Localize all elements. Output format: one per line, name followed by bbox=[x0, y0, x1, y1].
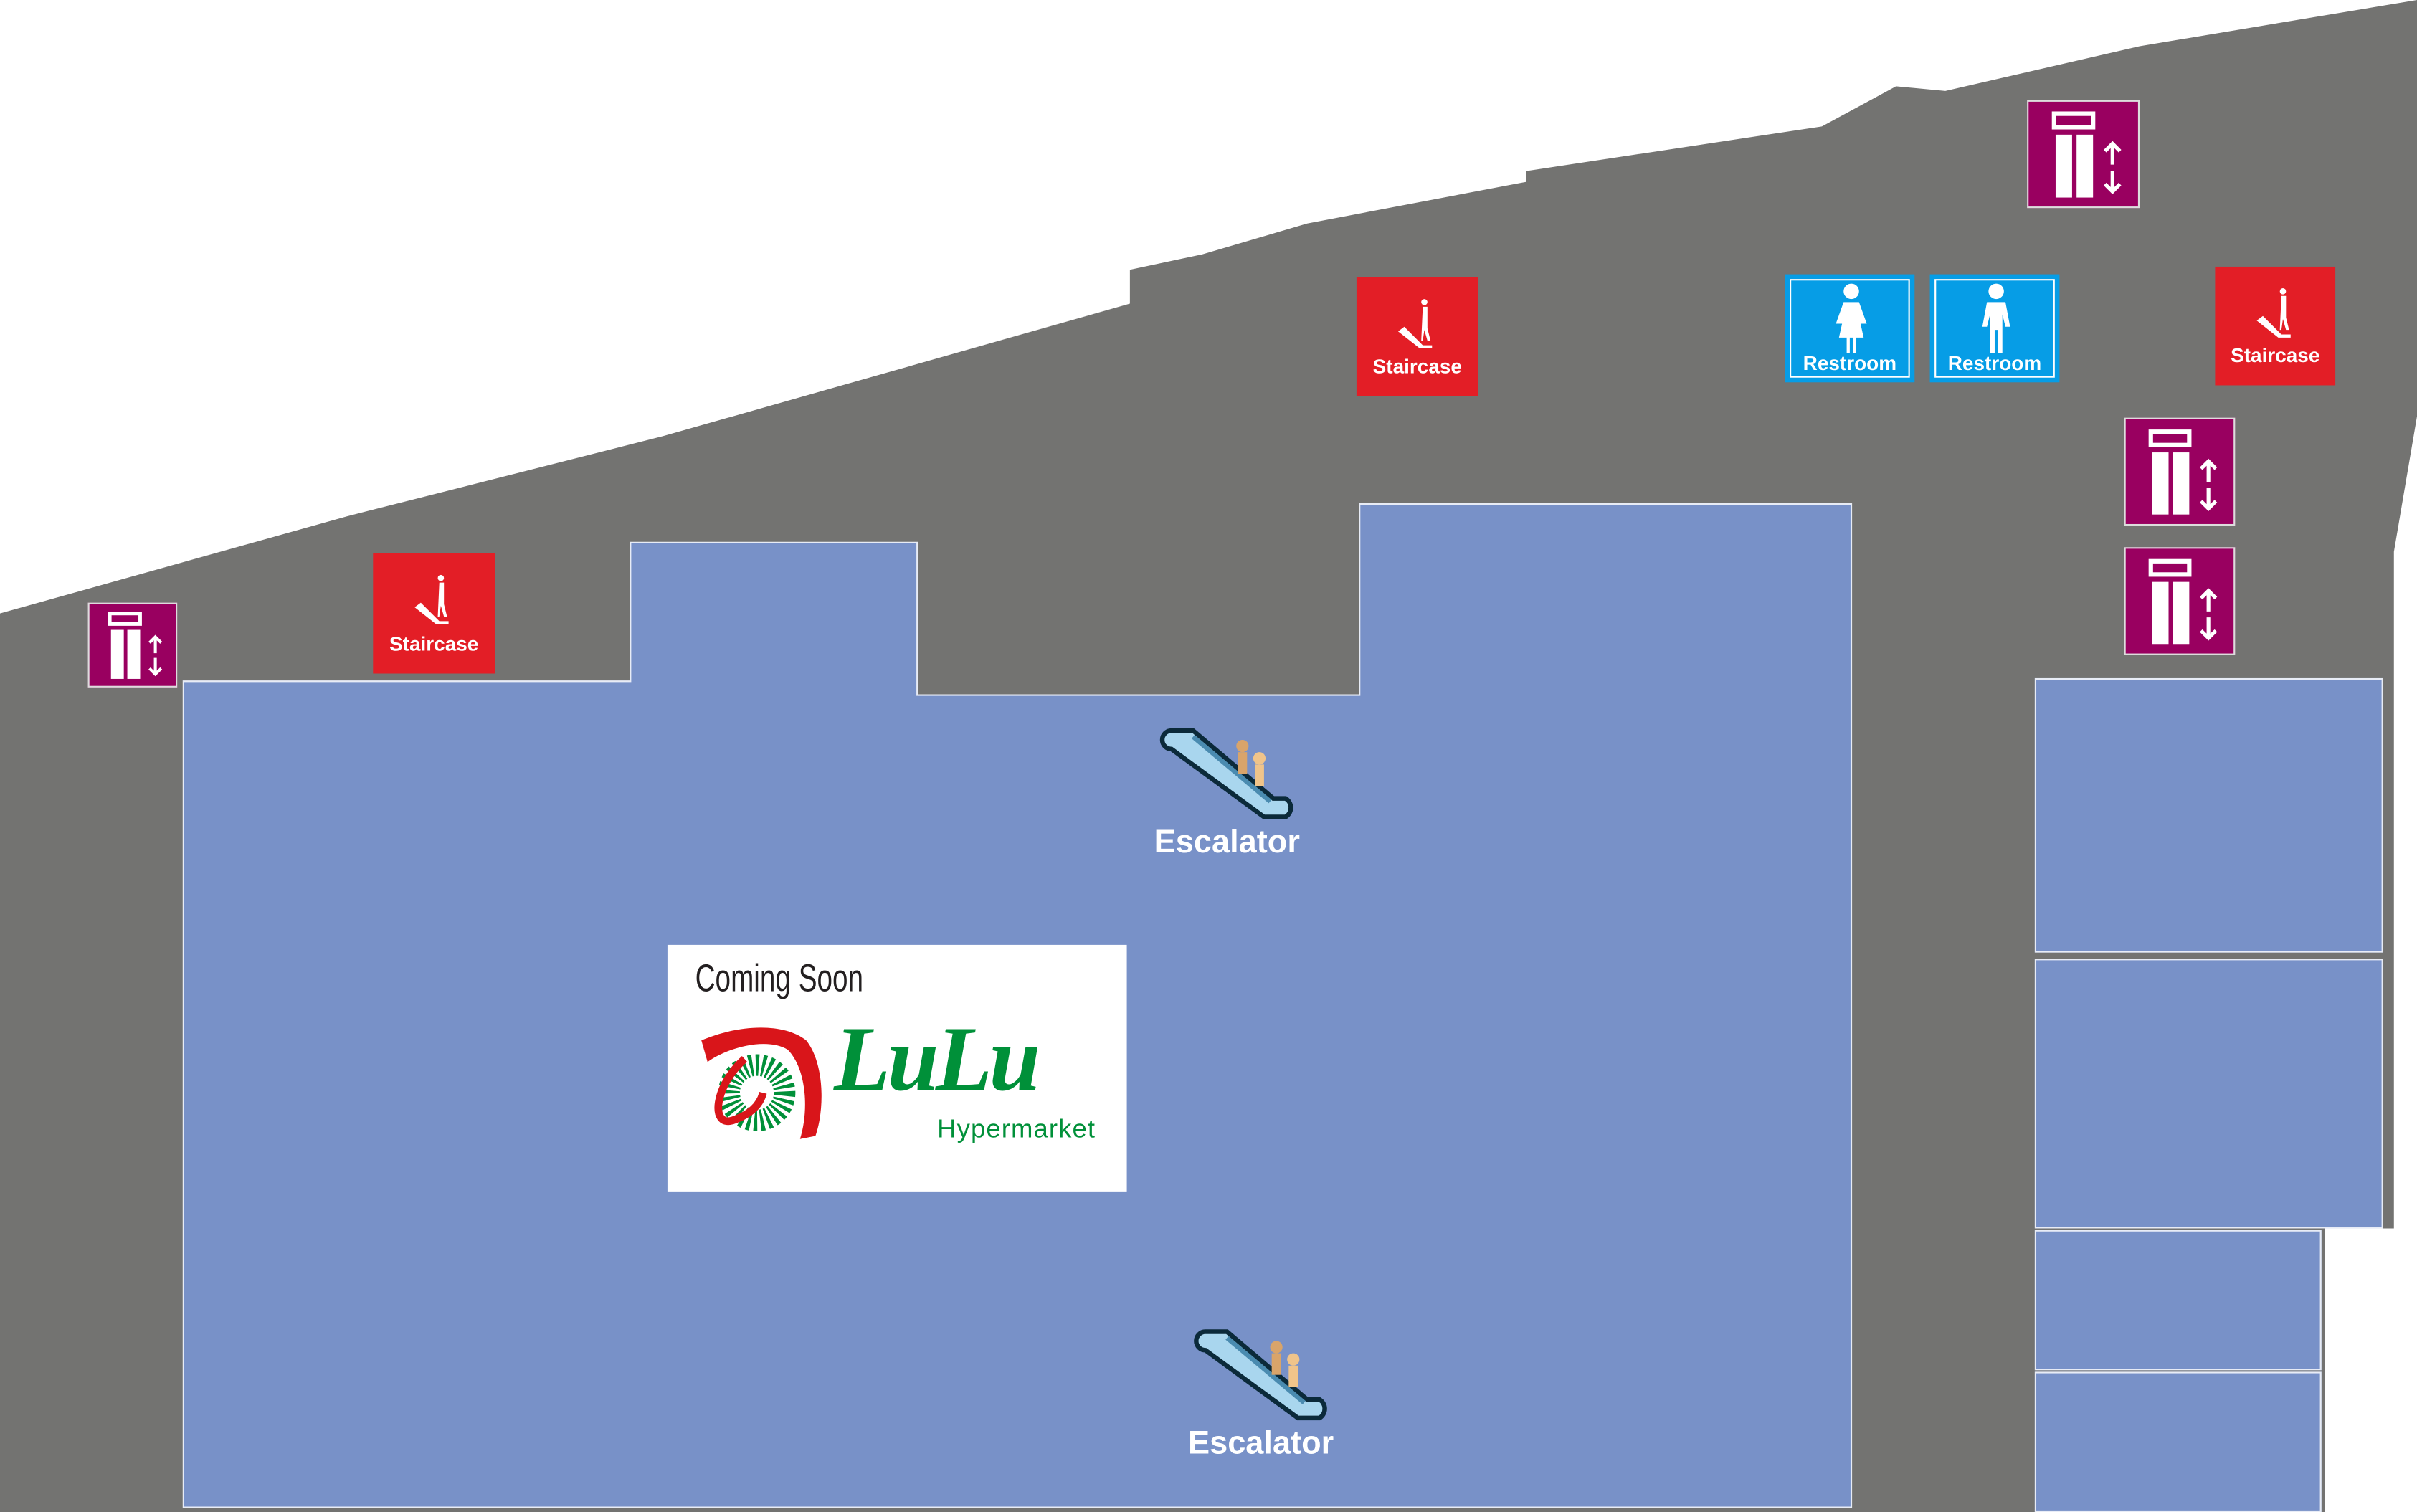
shop-unit[interactable] bbox=[2034, 1230, 2322, 1371]
escalator-icon[interactable] bbox=[1159, 724, 1301, 819]
elevator-marker[interactable] bbox=[2124, 417, 2236, 526]
staircase-marker[interactable]: Staircase bbox=[1356, 277, 1478, 396]
shop-unit[interactable] bbox=[2034, 1371, 2322, 1512]
elevator-icon bbox=[108, 612, 163, 679]
lulu-emblem-icon bbox=[701, 1027, 822, 1139]
elevator-marker[interactable] bbox=[2124, 547, 2236, 655]
coming-soon-text: Coming Soon bbox=[695, 957, 864, 1001]
elevator-icon bbox=[2148, 429, 2218, 515]
brand-name: LuLu bbox=[834, 1008, 1040, 1110]
staircase-icon bbox=[414, 574, 449, 624]
restroom-label: Restroom bbox=[1947, 351, 2042, 375]
anchor-store-sign[interactable]: Coming Soon LuLu Hypermarket bbox=[667, 944, 1127, 1192]
restroom-male-marker[interactable]: Restroom bbox=[1929, 274, 2060, 383]
staircase-icon bbox=[1397, 299, 1433, 348]
female-icon bbox=[1836, 283, 1867, 353]
staircase-icon bbox=[2256, 288, 2291, 338]
elevator-icon bbox=[2148, 558, 2218, 645]
restroom-female-marker[interactable]: Restroom bbox=[1785, 274, 1915, 383]
staircase-marker[interactable]: Staircase bbox=[373, 553, 495, 674]
elevator-marker[interactable] bbox=[87, 602, 178, 688]
staircase-label: Staircase bbox=[389, 632, 479, 655]
staircase-label: Staircase bbox=[1372, 354, 1462, 378]
restroom-label: Restroom bbox=[1803, 351, 1897, 375]
staircase-marker[interactable]: Staircase bbox=[2215, 266, 2336, 386]
shop-unit[interactable] bbox=[2034, 959, 2383, 1229]
shop-unit[interactable] bbox=[2034, 677, 2383, 953]
escalator-label: Escalator bbox=[1154, 824, 1300, 860]
escalator-label: Escalator bbox=[1187, 1425, 1334, 1462]
elevator-marker[interactable] bbox=[2027, 100, 2140, 209]
elevator-icon bbox=[2051, 111, 2122, 198]
brand-subtitle: Hypermarket bbox=[937, 1114, 1096, 1144]
staircase-label: Staircase bbox=[2231, 343, 2320, 367]
escalator-icon[interactable] bbox=[1193, 1326, 1335, 1421]
male-icon bbox=[1982, 283, 2010, 353]
